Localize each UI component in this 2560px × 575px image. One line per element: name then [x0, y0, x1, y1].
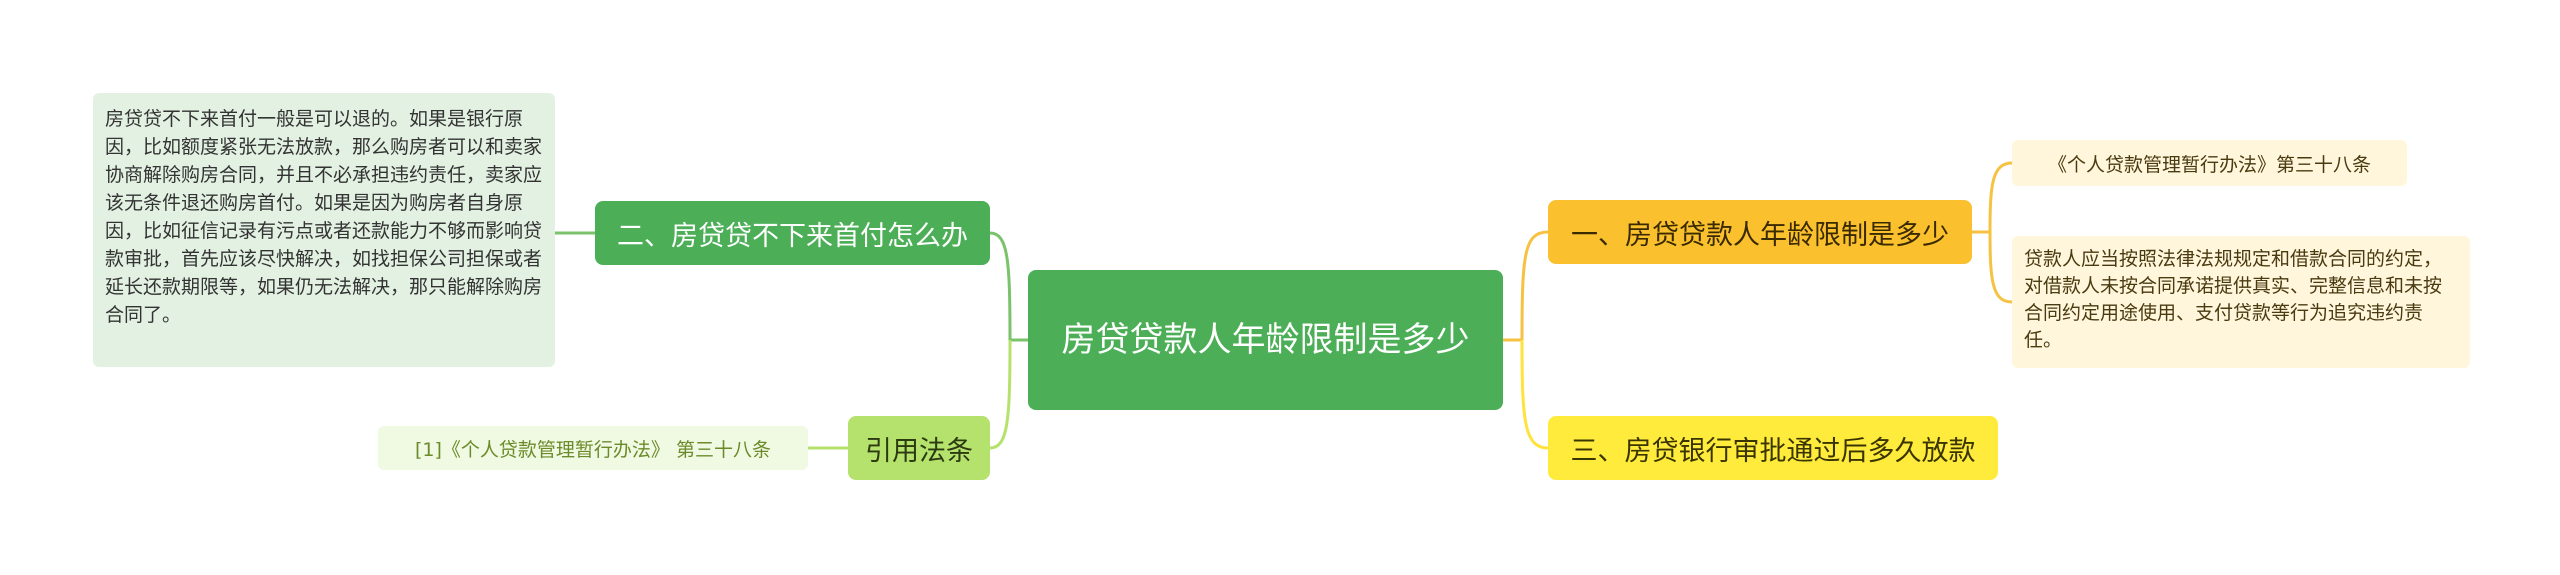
leaf-citation-reference[interactable]: [1]《个人贷款管理暂行办法》 第三十八条 [378, 426, 808, 470]
leaf-citation-reference-text: [1]《个人贷款管理暂行办法》 第三十八条 [415, 438, 771, 461]
branch-citations-label: 引用法条 [865, 435, 973, 467]
branch-citations[interactable]: 引用法条 [848, 416, 990, 480]
branch-down-payment-label: 二、房贷贷不下来首付怎么办 [617, 220, 968, 252]
connector-to-law-text [1988, 231, 2013, 304]
connector-to-down-payment [989, 231, 1012, 341]
branch-down-payment[interactable]: 二、房贷贷不下来首付怎么办 [595, 201, 990, 265]
branch-release-time-label: 三、房贷银行审批通过后多久放款 [1570, 435, 1976, 467]
root-topic-label: 房贷贷款人年龄限制是多少 [1061, 320, 1470, 360]
branch-age-limit-label: 一、房贷贷款人年龄限制是多少 [1571, 219, 1949, 251]
leaf-down-payment-detail[interactable]: 房贷贷不下来首付一般是可以退的。如果是银行原因，比如额度紧张无法放款，那么购房者… [93, 93, 555, 367]
branch-age-limit[interactable]: 一、房贷贷款人年龄限制是多少 [1548, 200, 1972, 264]
connector-to-citations [989, 339, 1012, 450]
root-topic[interactable]: 房贷贷款人年龄限制是多少 [1028, 270, 1503, 410]
connector-to-release-time [1520, 339, 1549, 450]
leaf-law-text[interactable]: 贷款人应当按照法律法规规定和借款合同的约定，对借款人未按合同承诺提供真实、完整信… [2012, 236, 2470, 368]
connector-to-age-limit [1520, 230, 1549, 341]
leaf-down-payment-detail-text: 房贷贷不下来首付一般是可以退的。如果是银行原因，比如额度紧张无法放款，那么购房者… [105, 108, 543, 326]
leaf-law-title[interactable]: 《个人贷款管理暂行办法》第三十八条 [2012, 140, 2407, 186]
branch-release-time[interactable]: 三、房贷银行审批通过后多久放款 [1548, 416, 1998, 480]
leaf-law-text-content: 贷款人应当按照法律法规规定和借款合同的约定，对借款人未按合同承诺提供真实、完整信… [2024, 248, 2443, 351]
connector-to-law-title [1988, 161, 2013, 233]
leaf-law-title-text: 《个人贷款管理暂行办法》第三十八条 [2047, 153, 2371, 176]
